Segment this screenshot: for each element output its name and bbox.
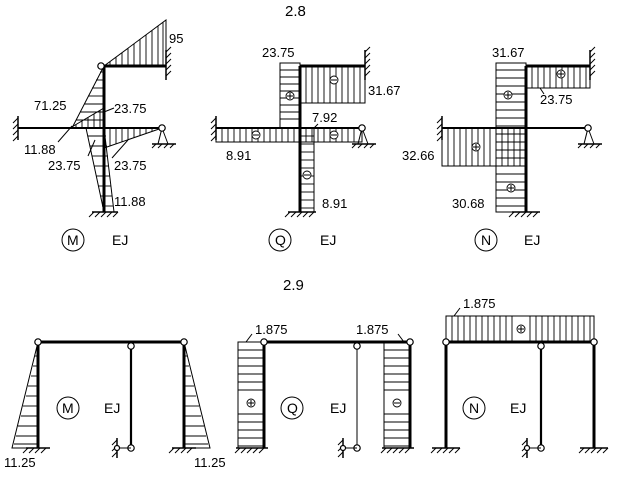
q9-value-right: 1.875	[356, 322, 389, 337]
panel-2-9-moment: 11.25 11.25 M EJ	[4, 338, 226, 470]
panel-2-8-moment: 95 71.25 23.75 11.88 23.75 23.75 11.88 M…	[12, 19, 183, 252]
m-diagram-right-beam	[103, 127, 163, 149]
q-sign-left-beam	[251, 130, 261, 140]
q-sign-upper-column	[285, 91, 295, 101]
m-value-column-upper: 71.25	[34, 98, 67, 113]
q-stiffness-label: EJ	[320, 232, 336, 248]
q9-fixed-support-right	[380, 447, 414, 454]
n-value-top: 31.67	[492, 45, 525, 60]
fixed-support-right-top	[165, 46, 172, 80]
n-label-circle	[474, 228, 498, 252]
q-value-upper-beam: 31.67	[368, 83, 401, 98]
n9-fixed-support-left	[430, 447, 461, 454]
n-sign-column-upper	[503, 90, 513, 100]
n9-value-beam: 1.875	[463, 296, 496, 311]
q9-value-left: 1.875	[255, 322, 288, 337]
n-stiffness-label: EJ	[524, 232, 540, 248]
q9-right-block	[383, 341, 411, 449]
m-value-joint-upper: 23.75	[114, 101, 147, 116]
q-sign-lower-column	[302, 170, 312, 180]
n9-stiffness-label: EJ	[510, 400, 526, 416]
panel-2-9-shear: 1.875 1.875 Q EJ	[234, 322, 414, 458]
m9-left-triangle	[11, 341, 39, 449]
n9-sign-beam	[516, 324, 526, 334]
q-value-column-base: 8.91	[322, 196, 347, 211]
m9-right-triangle	[183, 341, 211, 449]
m9-fixed-support-right	[168, 447, 196, 454]
hinge-joint-right	[158, 124, 166, 132]
n-sign-left-beam	[471, 142, 481, 152]
fixed-support-bottom	[88, 211, 119, 218]
q9-left-block	[237, 341, 265, 449]
problem-number-2-9: 2.9	[283, 277, 304, 294]
q-upper-beam-block	[299, 65, 366, 104]
n9-sliding-support-middle	[521, 438, 541, 458]
n-sign-upper-beam	[556, 69, 566, 79]
panel-2-8-shear: 1.875 23.75 31.67 7.92 8.91 8.91 Q EJ	[210, 45, 401, 252]
problem-number-2-8: 2.8	[285, 3, 306, 20]
hatch-upper-triangle	[109, 22, 164, 66]
m9-stiffness-label: EJ	[104, 400, 120, 416]
q-value-left-beam: 8.91	[226, 148, 251, 163]
n-value-upper-beam: 23.75	[540, 92, 573, 107]
q-fixed-support-left	[210, 116, 217, 142]
n-sign-column-lower	[506, 183, 516, 193]
m-value-right-lower: 23.75	[114, 158, 147, 173]
hinge-joint-top	[97, 62, 105, 70]
q-label-circle	[268, 228, 292, 252]
q-sign-right-beam	[329, 130, 339, 140]
q9-sliding-support-middle	[337, 438, 357, 458]
q9-stiffness-label: EJ	[330, 400, 346, 416]
panel-2-9-normal: 1.875 N EJ	[430, 296, 609, 458]
n-value-left-beam: 32.66	[402, 148, 435, 163]
q-fixed-support-right-top	[364, 46, 371, 80]
m-diagram-label: M	[67, 232, 79, 248]
n-value-column-base: 30.68	[452, 196, 485, 211]
q-value-joint: 7.92	[312, 110, 337, 125]
m-value-left-lower: 23.75	[48, 158, 81, 173]
m9-fixed-support-left	[22, 447, 50, 454]
q9-fixed-support-left	[234, 447, 268, 454]
m-value-upper-right: 95	[169, 31, 183, 46]
n-fixed-support-bottom	[508, 211, 540, 218]
m-label-circle	[61, 228, 85, 252]
q-fixed-support-bottom	[284, 211, 316, 218]
m-stiffness-label: EJ	[112, 232, 128, 248]
m9-diagram-label: M	[62, 400, 74, 416]
m-value-left-beam: 11.88	[24, 142, 56, 157]
panel-2-8-normal: 31.67 23.75 32.66 30.68 N EJ	[402, 45, 602, 252]
q-sign-upper-beam	[329, 75, 339, 85]
q9-sign-right	[392, 398, 402, 408]
n9-beam-block	[445, 315, 595, 343]
n9-diagram-label: N	[469, 400, 479, 416]
m9-value-right: 11.25	[194, 455, 226, 470]
n-fixed-support-left	[436, 116, 443, 142]
n9-fixed-support-right	[578, 447, 609, 454]
m-diagram-upper-beam	[102, 19, 167, 67]
q9-sign-left	[246, 398, 256, 408]
m9-sliding-support-middle	[111, 438, 131, 458]
n-fixed-support-right-top	[589, 46, 596, 80]
q-diagram-label: Q	[275, 232, 286, 248]
n-diagram-label: N	[481, 232, 491, 248]
q-cross-beam-block	[215, 127, 363, 143]
q-value-top: 23.75	[262, 45, 295, 60]
q9-diagram-label: Q	[287, 400, 298, 416]
m-value-column-base: 11.88	[114, 194, 146, 209]
m9-value-left: 11.25	[4, 455, 36, 470]
fixed-support-left	[12, 116, 19, 142]
